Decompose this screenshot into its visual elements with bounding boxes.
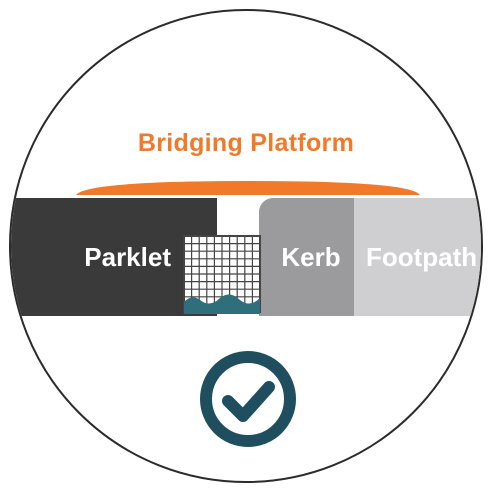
bridging-platform-arch — [76, 181, 420, 195]
diagram-circle: Bridging Platform Parklet Kerb Footpath — [9, 9, 483, 483]
footpath-block: Footpath — [354, 198, 481, 316]
parklet-block: Parklet — [11, 198, 217, 316]
check-circle-icon — [200, 351, 296, 447]
drain-grate-icon — [183, 235, 261, 314]
footpath-label: Footpath — [366, 241, 478, 272]
parklet-label: Parklet — [84, 241, 171, 272]
bridging-platform-title: Bridging Platform — [137, 129, 355, 157]
kerb-label: Kerb — [281, 241, 341, 272]
kerb-block: Kerb — [259, 198, 363, 316]
